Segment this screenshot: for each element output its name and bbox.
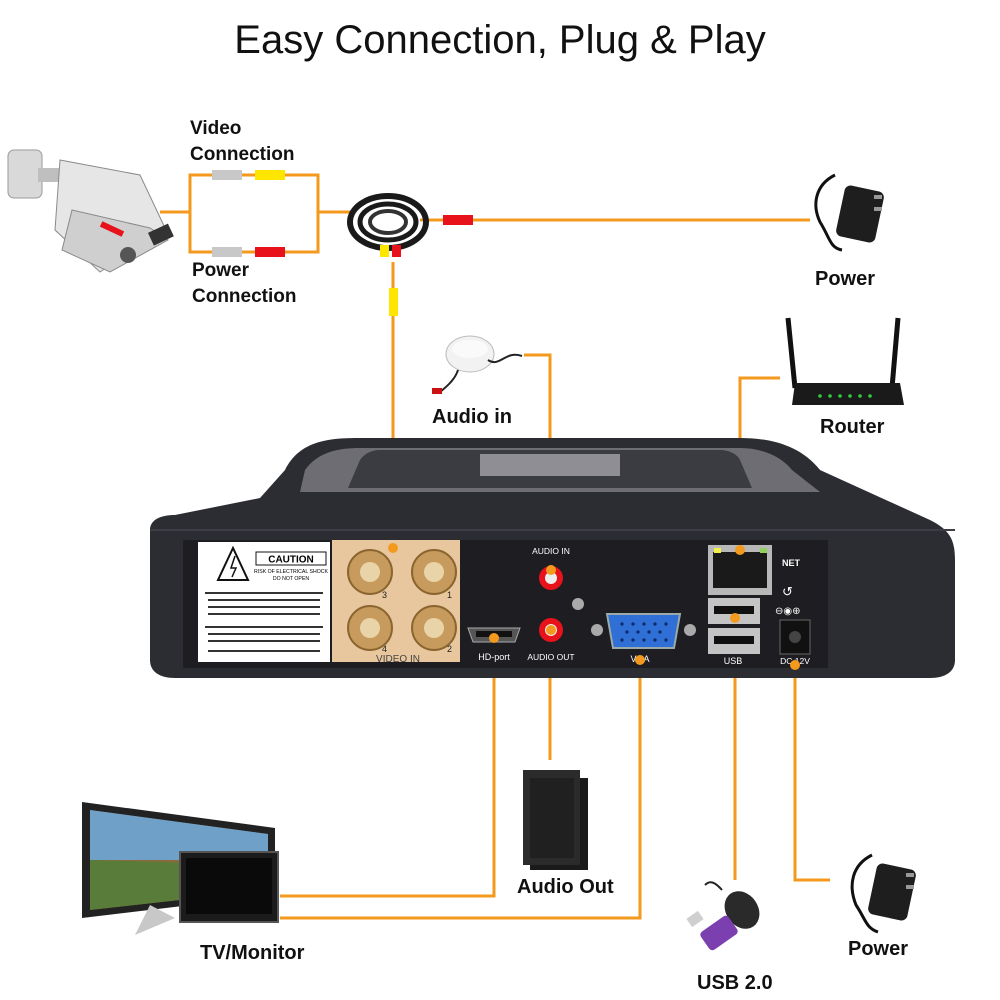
port-number-2: 2	[447, 644, 452, 654]
vga-wire	[280, 660, 642, 920]
security-camera-icon	[7, 149, 174, 273]
caution-label: CAUTION RISK OF ELECTRICAL SHOCK DO NOT …	[198, 542, 330, 662]
audio-out-port-label: AUDIO OUT	[527, 652, 574, 662]
cable-coil-icon	[347, 193, 429, 257]
usb-port-label: USB	[724, 656, 743, 666]
hdmi-wire	[280, 638, 496, 898]
usb-label: USB 2.0	[697, 972, 773, 994]
port-number-4: 4	[382, 644, 387, 654]
speaker-icon	[523, 770, 588, 870]
audio-out-label: Audio Out	[517, 876, 614, 898]
port-number-1: 1	[447, 590, 452, 600]
video-plug-yellow-vertical	[389, 288, 398, 316]
microphone-icon	[432, 335, 523, 394]
power-plug-red	[255, 247, 285, 257]
router-label: Router	[820, 416, 885, 438]
caution-sub1: RISK OF ELECTRICAL SHOCK	[254, 569, 328, 575]
hd-port-label: HD-port	[478, 652, 510, 662]
mouse-icon	[724, 891, 760, 929]
video-connection-wire	[160, 173, 350, 214]
power-top-label: Power	[815, 268, 876, 290]
usb-stick-icon	[700, 915, 738, 951]
warning-triangle-icon	[216, 545, 250, 581]
video-in-ports: 3 1 4 2 VIDEO IN	[332, 540, 460, 665]
power-adapter-top-icon	[814, 173, 884, 252]
connection-dots	[388, 543, 800, 670]
page-title: Easy Connection, Plug & Play	[234, 18, 766, 62]
video-plug-yellow	[255, 170, 285, 180]
usb-devices-icon	[686, 881, 760, 951]
caution-title: CAUTION	[268, 555, 314, 566]
power-plug-grey	[212, 247, 242, 257]
tv-monitor-label: TV/Monitor	[200, 942, 305, 964]
caution-sub2: DO NOT OPEN	[273, 576, 309, 582]
mouse-symbol-icon: ↺	[782, 584, 793, 599]
audio-in-label: Audio in	[432, 406, 512, 428]
video-connection-label: Video Connection	[190, 118, 295, 165]
power-connection-label: Power Connection	[192, 260, 297, 307]
port-number-3: 3	[382, 590, 387, 600]
video-plug-grey	[212, 170, 242, 180]
power-adapter-bottom-icon	[850, 853, 916, 934]
router-icon	[785, 317, 904, 405]
tv-monitor-icon	[82, 802, 279, 935]
video-in-label: VIDEO IN	[376, 654, 420, 665]
power-plug-red-right	[443, 215, 473, 225]
net-usb-ports: NET USB ↺ ⊖◉⊕ DC 12V	[708, 545, 811, 666]
power-bottom-label: Power	[848, 938, 909, 960]
net-label: NET	[782, 558, 801, 568]
polarity-symbol-icon: ⊖◉⊕	[775, 606, 800, 617]
ethernet-port	[713, 552, 767, 588]
power-connection-wire	[188, 212, 320, 254]
power-wire-bottom	[793, 665, 830, 882]
audio-in-port-label: AUDIO IN	[532, 546, 570, 556]
